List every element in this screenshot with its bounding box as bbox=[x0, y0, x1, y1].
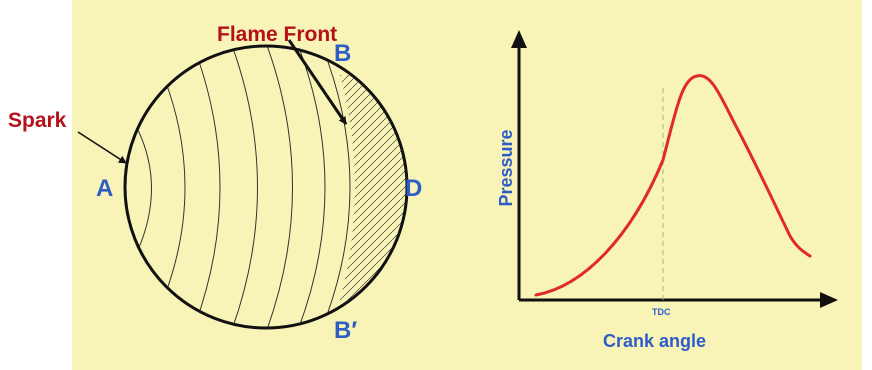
spark-label: Spark bbox=[8, 109, 67, 132]
x-axis-arrow bbox=[820, 292, 838, 308]
flame-front-arc-5 bbox=[264, 46, 293, 328]
pressure-curve bbox=[534, 74, 812, 297]
flame-front-arc-7 bbox=[327, 61, 351, 313]
tdc-label: TDC bbox=[652, 307, 671, 317]
combustion-chamber bbox=[123, 44, 409, 330]
y-axis-arrow bbox=[511, 30, 527, 48]
x-axis-label: Crank angle bbox=[603, 331, 707, 351]
flame-front-arc-2 bbox=[164, 79, 186, 296]
chamber-outline bbox=[123, 44, 409, 330]
point-b-prime-label: B′ bbox=[334, 317, 358, 344]
flame-front-label: Flame Front bbox=[217, 23, 338, 46]
flame-front-arc-3 bbox=[194, 49, 221, 326]
point-a-label: A bbox=[96, 175, 114, 202]
point-b-label: B bbox=[334, 40, 352, 67]
flame-front-arrow bbox=[287, 39, 348, 125]
spark-arrow bbox=[77, 131, 127, 164]
flame-front-arc-6 bbox=[297, 46, 326, 328]
flame-front-arc-4 bbox=[229, 46, 258, 328]
y-axis-label: Pressure bbox=[496, 129, 516, 207]
flame-front-arc-1 bbox=[137, 129, 152, 251]
point-d-label: D bbox=[405, 175, 423, 202]
pressure-graph bbox=[511, 30, 838, 308]
